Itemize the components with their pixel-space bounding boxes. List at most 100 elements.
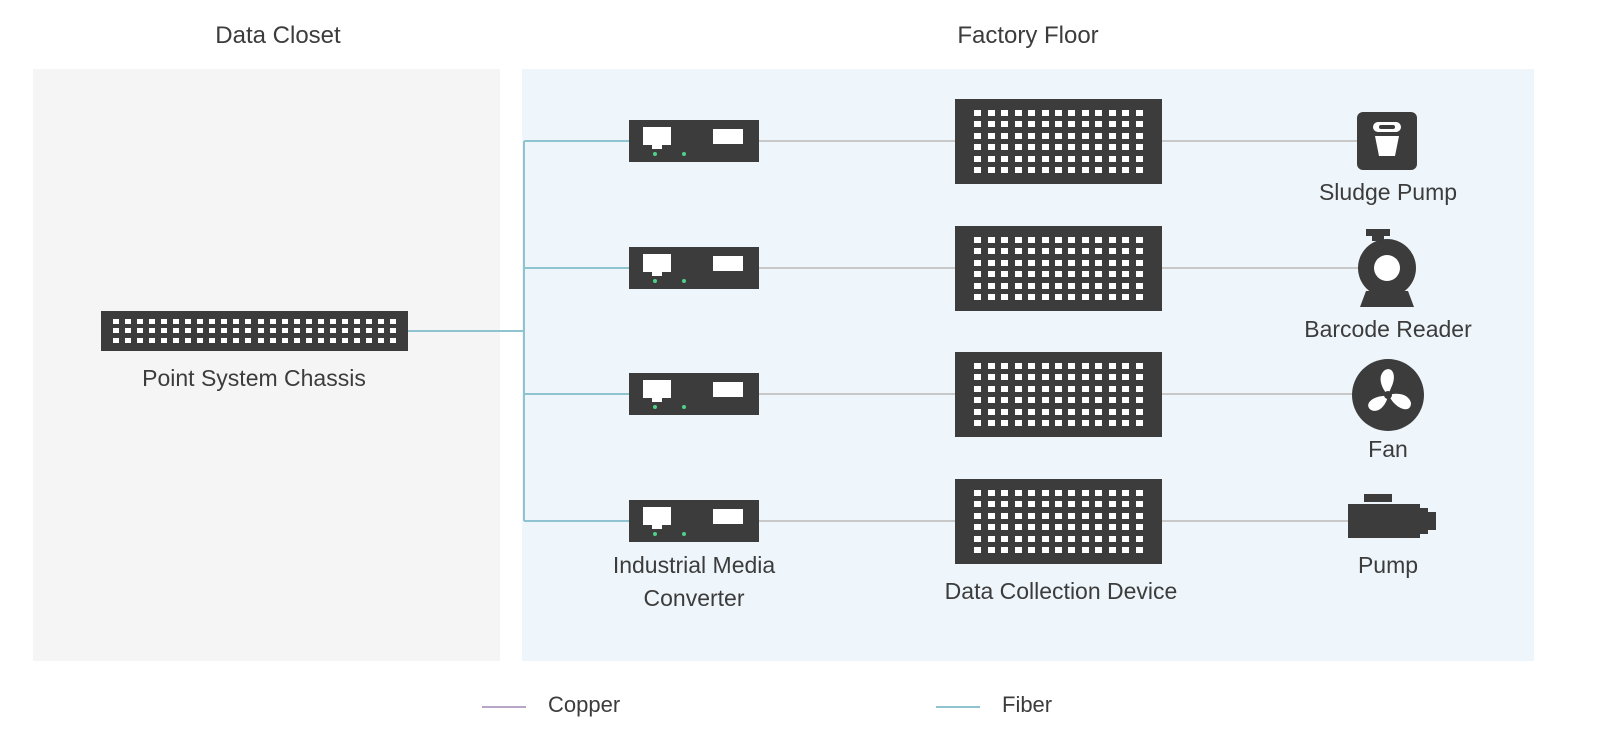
port-icon <box>281 328 288 334</box>
port-icon <box>293 337 300 343</box>
media-converter-1 <box>629 120 759 162</box>
port-icon <box>269 328 276 334</box>
port-icon <box>1095 512 1103 519</box>
port-icon <box>1001 397 1009 404</box>
port-icon <box>1135 259 1143 266</box>
port-icon <box>1054 362 1062 369</box>
port-icon <box>149 319 156 325</box>
data-collection-device-4 <box>955 479 1162 564</box>
port-icon <box>1028 282 1036 289</box>
port-icon <box>305 319 312 325</box>
port-icon <box>365 337 372 343</box>
port-icon <box>1122 408 1130 415</box>
port-icon <box>233 337 240 343</box>
port-icon <box>1028 155 1036 162</box>
port-icon <box>233 319 240 325</box>
port-icon <box>1014 132 1022 139</box>
port-icon <box>987 271 995 278</box>
port-icon <box>1014 109 1022 116</box>
port-icon <box>1001 489 1009 496</box>
port-icon <box>377 328 384 334</box>
port-icon <box>293 328 300 334</box>
port-icon <box>1001 501 1009 508</box>
port-icon <box>1028 489 1036 496</box>
port-icon <box>1014 512 1022 519</box>
sfp-port-icon <box>713 129 743 144</box>
port-icon <box>1041 167 1049 174</box>
equipment-label-4: Pump <box>1357 552 1419 578</box>
rj45-port-icon <box>643 507 671 529</box>
port-icon <box>1135 248 1143 255</box>
port-icon <box>987 362 995 369</box>
port-icon <box>293 319 300 325</box>
port-icon <box>1001 167 1009 174</box>
port-icon <box>1095 397 1103 404</box>
port-icon <box>1108 408 1116 415</box>
port-icon <box>1122 144 1130 151</box>
port-icon <box>1001 259 1009 266</box>
port-icon <box>1095 271 1103 278</box>
port-icon <box>1028 535 1036 542</box>
port-icon <box>974 547 982 554</box>
port-icon <box>1081 109 1089 116</box>
port-icon <box>1028 236 1036 243</box>
port-icon <box>974 167 982 174</box>
port-icon <box>1054 385 1062 392</box>
port-icon <box>1054 132 1062 139</box>
rj45-port-icon <box>643 380 671 402</box>
port-icon <box>1095 420 1103 427</box>
port-icon <box>161 319 168 325</box>
port-icon <box>1014 144 1022 151</box>
port-icon <box>1068 248 1076 255</box>
port-icon <box>1068 282 1076 289</box>
port-icon <box>1081 132 1089 139</box>
data-collection-device-3 <box>955 352 1162 437</box>
port-icon <box>1108 144 1116 151</box>
port-icon <box>1081 282 1089 289</box>
media-converter-2 <box>629 247 759 289</box>
port-icon <box>1054 294 1062 301</box>
port-icon <box>1041 282 1049 289</box>
port-icon <box>1122 259 1130 266</box>
port-icon <box>1081 236 1089 243</box>
port-icon <box>1095 362 1103 369</box>
port-icon <box>1014 282 1022 289</box>
port-icon <box>1108 259 1116 266</box>
port-icon <box>1135 535 1143 542</box>
port-icon <box>257 337 264 343</box>
port-icon <box>1054 501 1062 508</box>
port-icon <box>1014 248 1022 255</box>
led-icon <box>653 405 657 409</box>
port-icon <box>341 337 348 343</box>
port-icon <box>245 337 252 343</box>
port-icon <box>987 121 995 128</box>
port-icon <box>125 337 132 343</box>
port-icon <box>1108 501 1116 508</box>
sfp-port-icon <box>713 382 743 397</box>
port-icon <box>1054 271 1062 278</box>
port-icon <box>1068 512 1076 519</box>
port-icon <box>209 328 216 334</box>
port-icon <box>329 328 336 334</box>
port-icon <box>1054 397 1062 404</box>
led-icon <box>682 405 686 409</box>
port-icon <box>974 524 982 531</box>
port-icon <box>1054 167 1062 174</box>
port-icon <box>1041 512 1049 519</box>
port-icon <box>987 397 995 404</box>
port-icon <box>1122 512 1130 519</box>
port-icon <box>1028 294 1036 301</box>
port-icon <box>1095 501 1103 508</box>
port-icon <box>137 337 144 343</box>
port-icon <box>1041 294 1049 301</box>
port-icon <box>317 319 324 325</box>
port-icon <box>987 489 995 496</box>
sfp-port-icon <box>713 509 743 524</box>
port-icon <box>987 512 995 519</box>
port-icon <box>1001 132 1009 139</box>
port-icon <box>974 362 982 369</box>
sludge-pump-icon <box>1357 112 1417 170</box>
port-icon <box>1054 374 1062 381</box>
port-icon <box>1095 259 1103 266</box>
port-icon <box>1014 362 1022 369</box>
